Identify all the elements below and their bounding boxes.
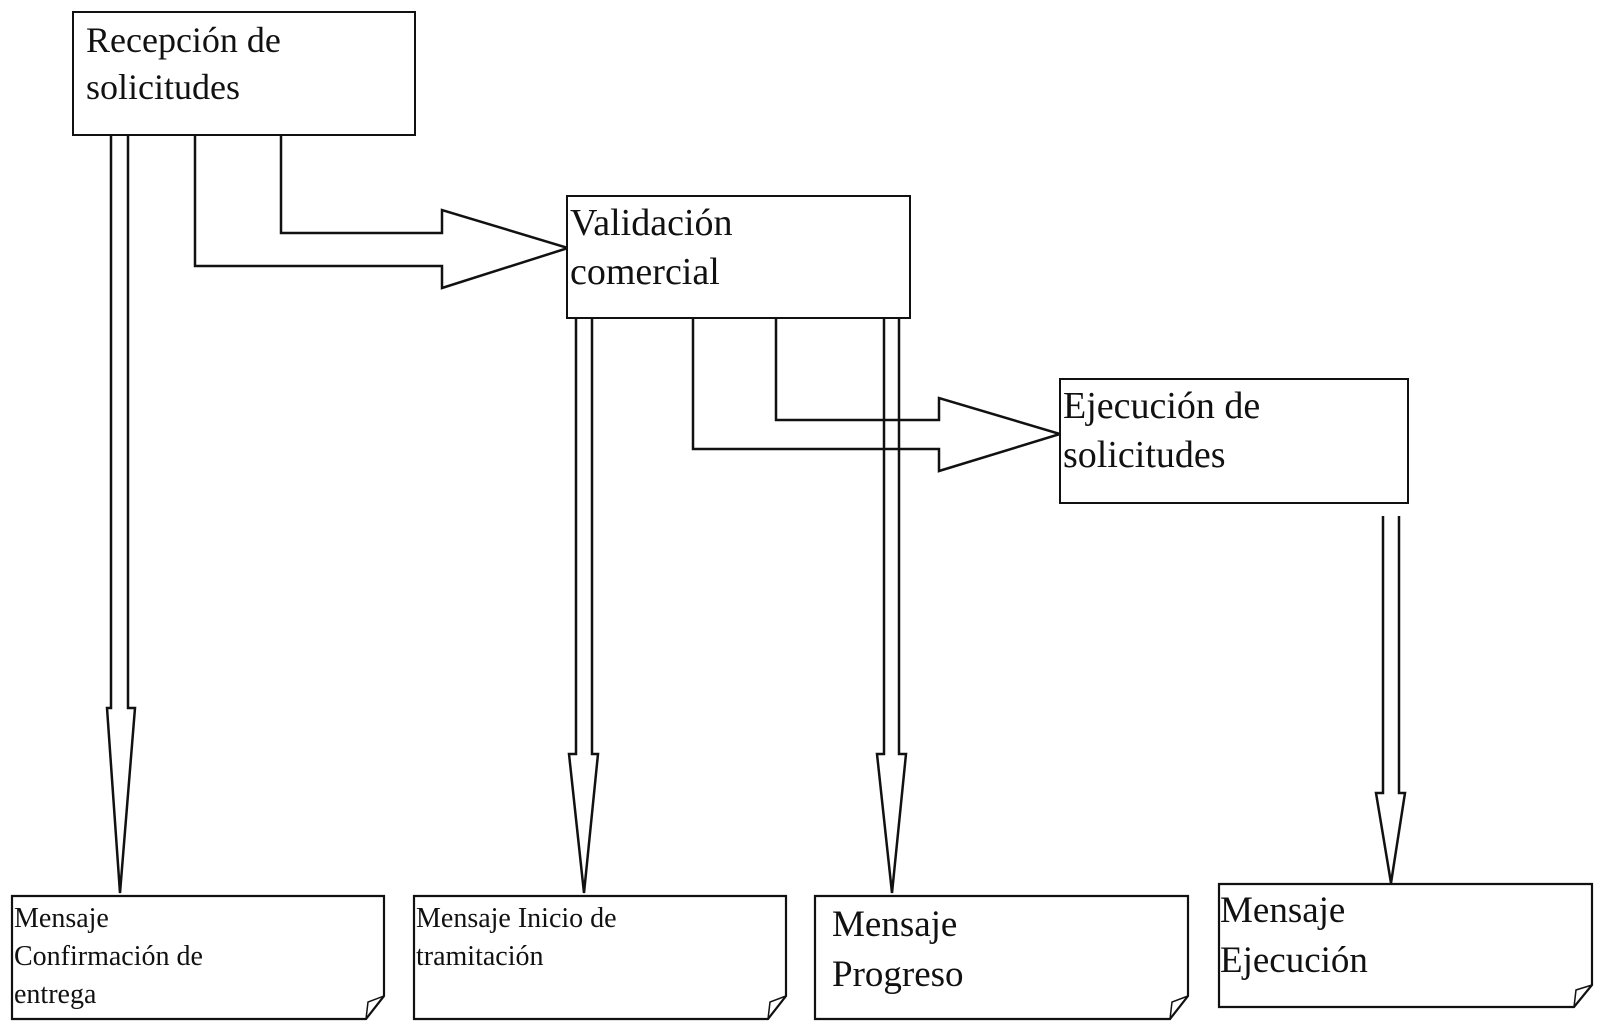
note-ejecucion-shape [1217, 882, 1594, 1009]
note-ejecucion-fold [1573, 984, 1593, 1008]
arrow-to-mensaje-inicio [567, 318, 600, 894]
note-inicio-shape [412, 894, 788, 1021]
note-progreso-fold [1169, 995, 1189, 1020]
note-progreso-shape [813, 894, 1190, 1021]
process-recepcion-label: Recepción de solicitudes [86, 20, 281, 107]
process-validacion-label: Validación comercial [570, 202, 733, 294]
note-ejecucion-label: Mensaje Ejecución [1220, 890, 1368, 981]
note-progreso-label: Mensaje Progreso [832, 904, 964, 995]
note-confirmacion-label: Mensaje Confirmación de entrega [14, 903, 203, 1010]
note-inicio-label: Mensaje Inicio de tramitación [416, 903, 617, 972]
note-confirmacion-shape [10, 894, 386, 1021]
arrow-to-mensaje-progreso [875, 318, 908, 894]
note-confirmacion-fold [365, 995, 385, 1020]
arrow-to-mensaje-confirmacion [105, 135, 137, 894]
process-validacion-box: Validación comercial [566, 195, 911, 319]
process-recepcion-box: Recepción de solicitudes [72, 11, 416, 136]
note-inicio-fold [767, 995, 787, 1020]
process-ejecucion-label: Ejecución de solicitudes [1063, 385, 1261, 477]
process-ejecucion-box: Ejecución de solicitudes [1059, 378, 1409, 504]
